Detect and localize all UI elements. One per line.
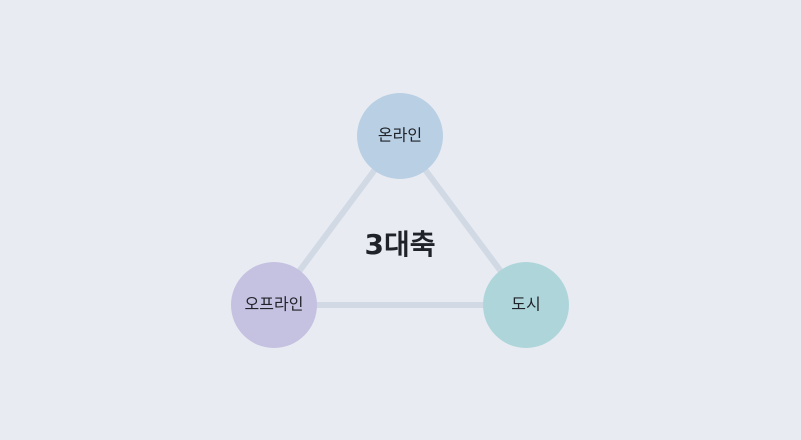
node-city: 도시 — [483, 262, 569, 348]
node-city-circle — [483, 262, 569, 348]
node-online-label: 온라인 — [378, 126, 422, 145]
node-offline-circle — [231, 262, 317, 348]
node-offline: 오프라인 — [231, 262, 317, 348]
node-online: 온라인 — [357, 93, 443, 179]
node-offline-label: 오프라인 — [245, 295, 304, 314]
center-label: 3대축 — [364, 228, 435, 261]
node-online-circle — [357, 93, 443, 179]
node-city-label: 도시 — [511, 295, 540, 314]
